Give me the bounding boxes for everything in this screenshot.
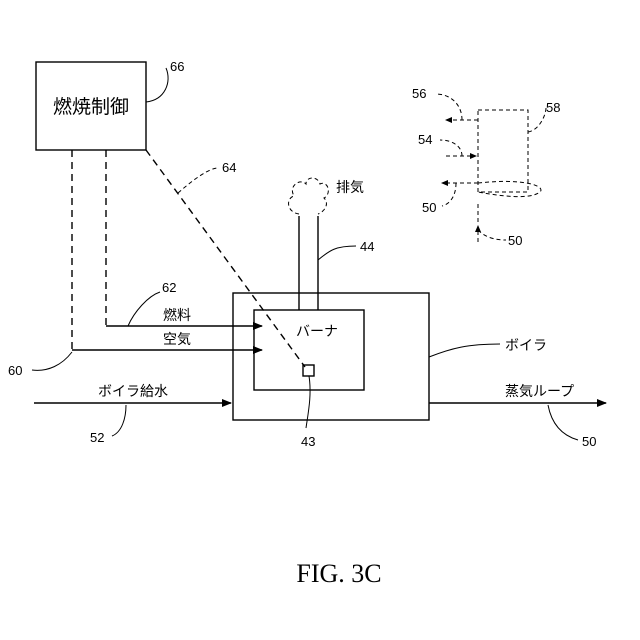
leader-56 <box>436 94 462 120</box>
leader-60 <box>32 352 72 370</box>
boiler-label: ボイラ <box>505 337 547 353</box>
steam-loop-label: 蒸気ループ <box>505 383 574 399</box>
legend-box-58 <box>478 110 528 192</box>
ref-43: 43 <box>301 434 315 449</box>
combustion-control-label: 燃焼制御 <box>53 96 129 118</box>
leader-50b <box>478 230 506 240</box>
ref-66: 66 <box>170 59 184 74</box>
ref-62: 62 <box>162 280 176 295</box>
ref-60: 60 <box>8 363 22 378</box>
ref-54: 54 <box>418 132 432 147</box>
ref-50-legend-a: 50 <box>422 200 436 215</box>
exhaust-label: 排気 <box>336 179 364 195</box>
leader-66 <box>146 68 168 102</box>
ref-64: 64 <box>222 160 236 175</box>
ref-58: 58 <box>546 100 560 115</box>
leader-62 <box>128 292 160 326</box>
ref-50-legend-b: 50 <box>508 233 522 248</box>
feedwater-label: ボイラ給水 <box>98 383 168 399</box>
leader-52 <box>112 405 126 436</box>
legend-loop <box>478 181 541 196</box>
leader-64 <box>178 168 218 193</box>
leader-50a <box>442 183 456 206</box>
ref-56: 56 <box>412 86 426 101</box>
ref-44: 44 <box>360 239 374 254</box>
fuel-label: 燃料 <box>163 307 191 323</box>
ref-52: 52 <box>90 430 104 445</box>
figure-caption: FIG. 3C <box>296 559 381 588</box>
ref-50-steam: 50 <box>582 434 596 449</box>
burner-label: バーナ <box>296 323 338 339</box>
legend-inset: 58 56 54 50 50 <box>412 86 560 248</box>
leader-54 <box>440 140 462 156</box>
air-label: 空気 <box>163 331 191 347</box>
combustion-control-block: 燃焼制御 <box>36 62 146 150</box>
leader-44 <box>318 246 356 260</box>
leader-50-steam <box>548 405 578 440</box>
leader-boiler <box>429 344 500 357</box>
boiler-block <box>233 293 429 420</box>
exhaust-plume-icon <box>289 178 329 214</box>
leader-58 <box>528 108 546 132</box>
